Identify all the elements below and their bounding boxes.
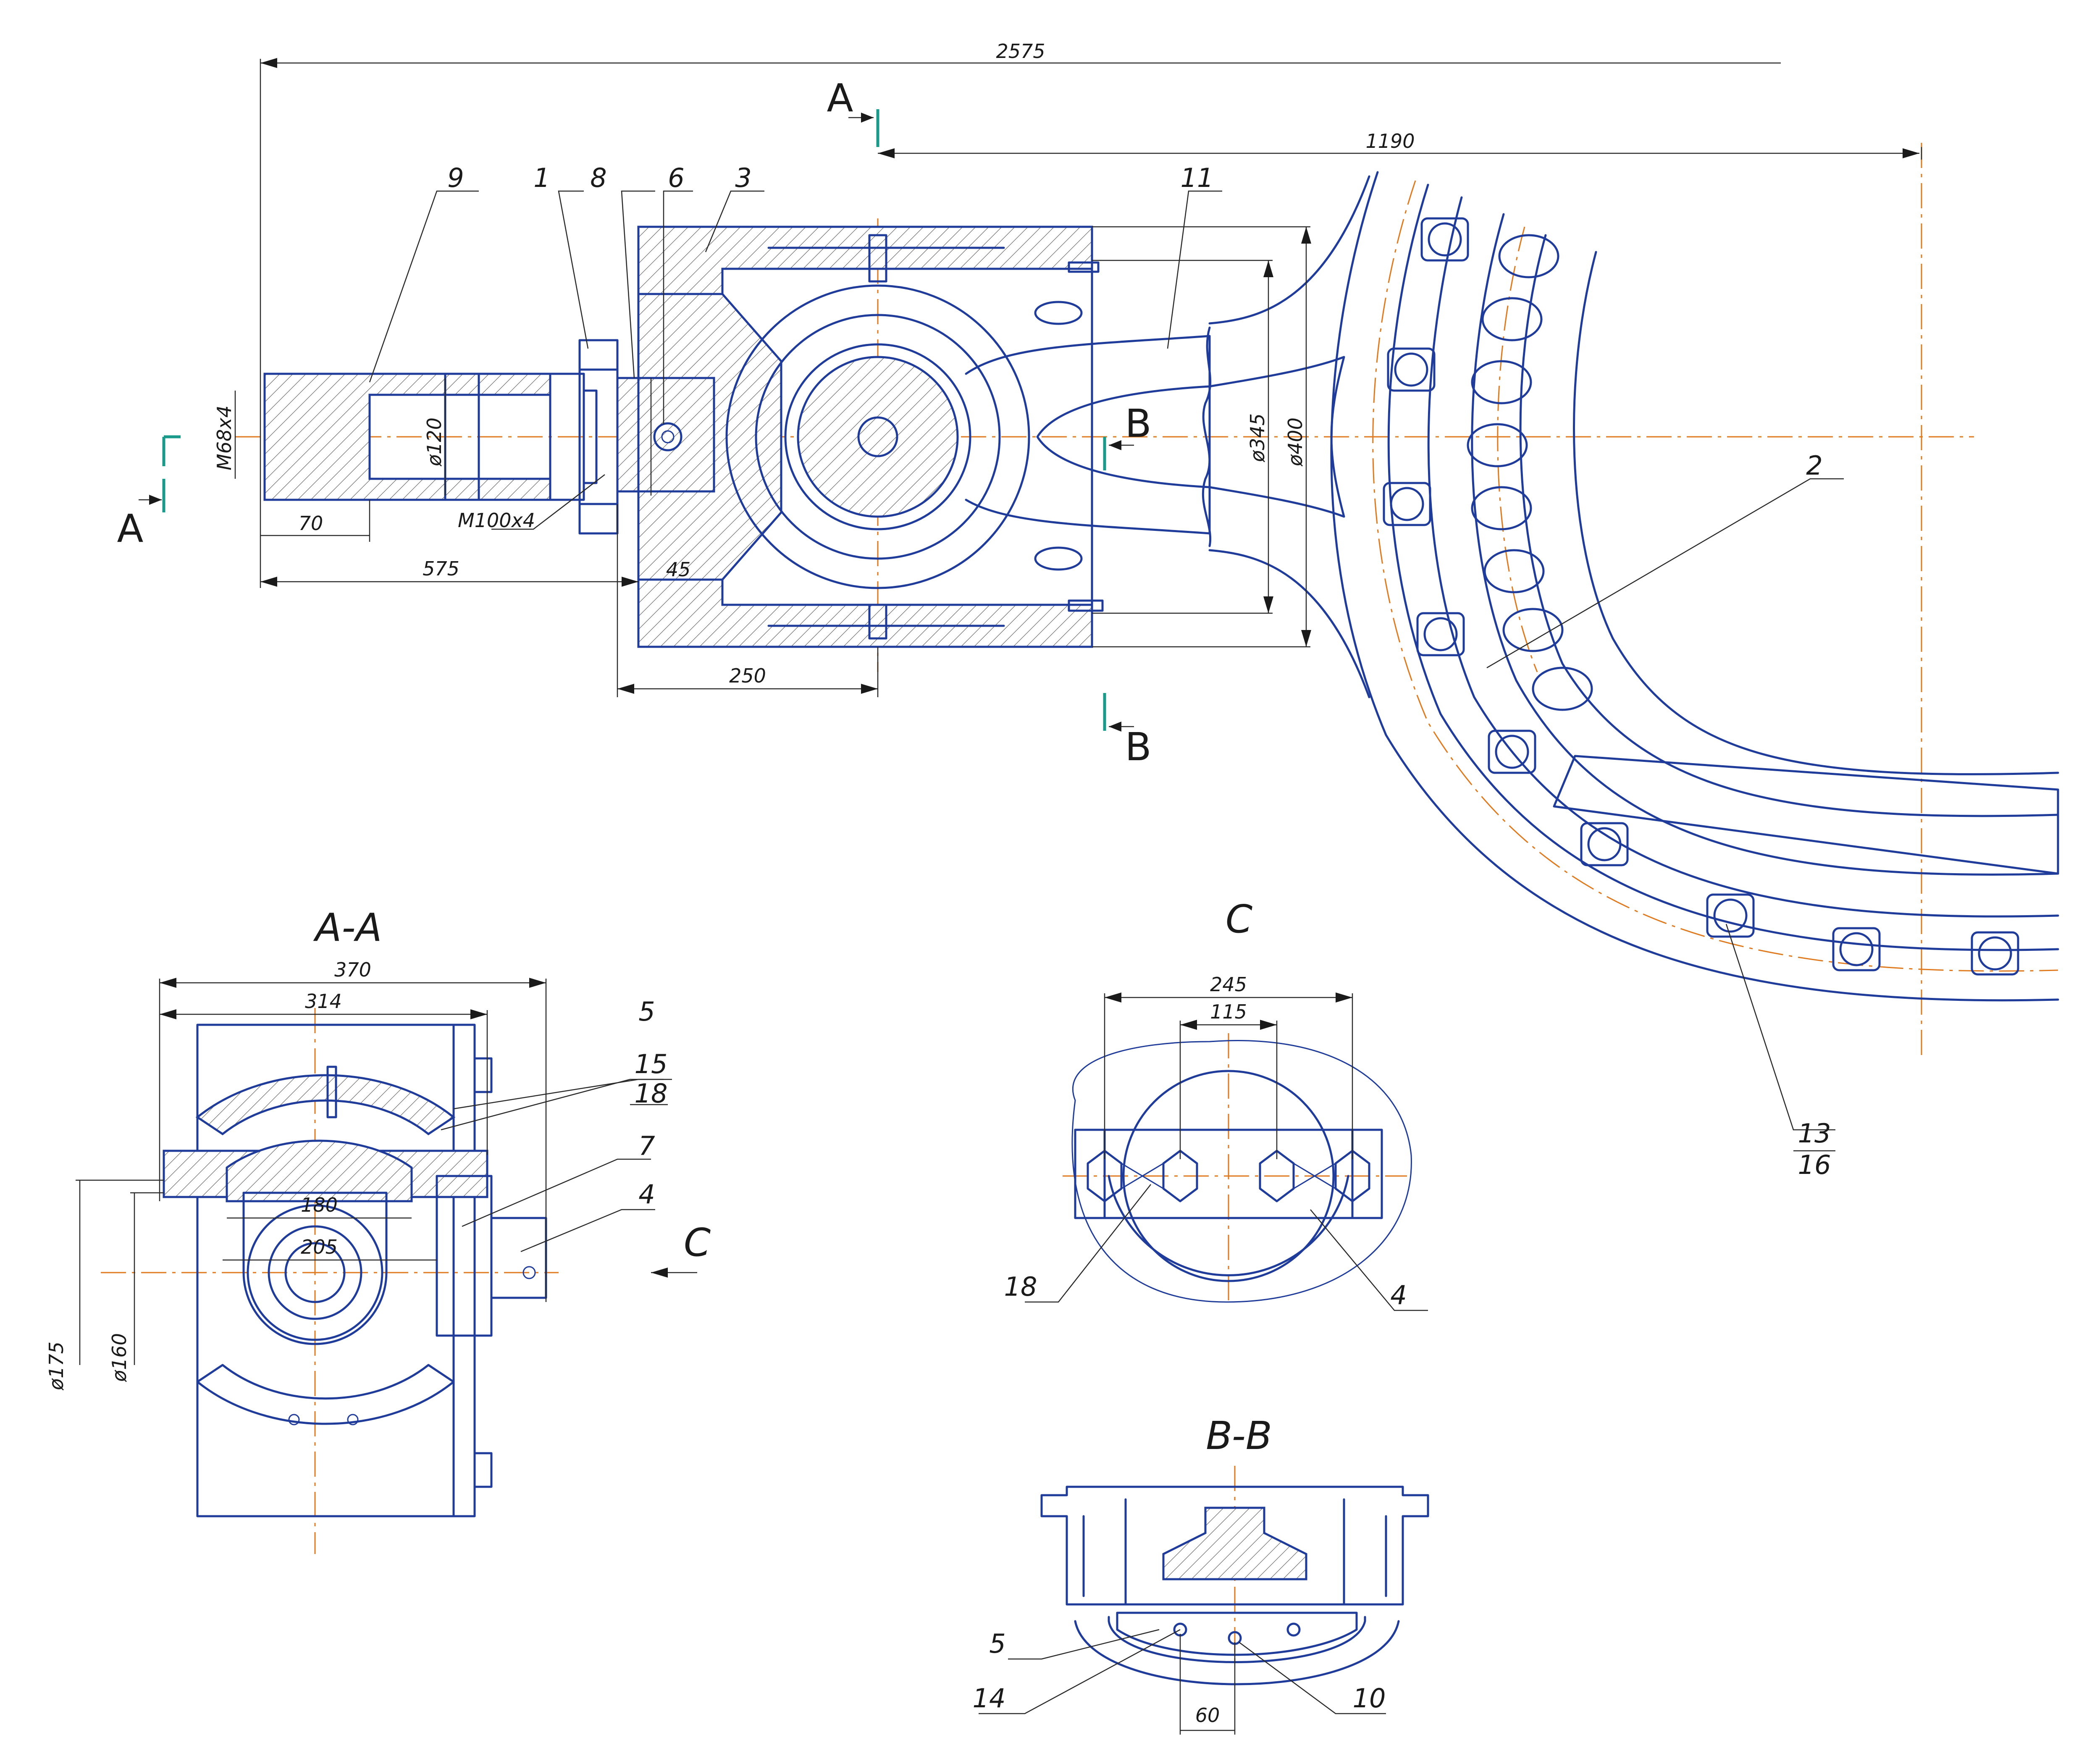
threaded-shaft-part-9 [263, 373, 598, 501]
section-letter-b-bottom: B [1125, 724, 1151, 769]
arm-part-11 [965, 335, 1211, 535]
housing-screw [1068, 599, 1104, 612]
pin-part-6-inner [661, 430, 675, 444]
aa-part-label-15: 15 [635, 1049, 668, 1079]
view-title-bb: B-B [1206, 1413, 1272, 1458]
part-label-8: 8 [590, 163, 606, 193]
shaft-section [797, 356, 959, 518]
aa-dim-dia-175: ø175 [45, 1341, 68, 1391]
ring-lower-arm [1553, 755, 2059, 875]
dim-dia-120: ø120 [423, 417, 446, 467]
main-view [139, 58, 2059, 1152]
part-label-2: 2 [1806, 450, 1822, 481]
housing-screw [1068, 261, 1100, 273]
part-label-13: 13 [1798, 1118, 1831, 1149]
section-letter-a-top: A [827, 76, 853, 121]
aa-part-label-7: 7 [638, 1131, 655, 1161]
bearing-outer-ring [725, 284, 1030, 589]
aa-part-label-18: 18 [635, 1078, 668, 1109]
c-part-label-4: 4 [1390, 1280, 1407, 1310]
aa-part-label-5: 5 [638, 996, 655, 1027]
bushing-part-8 [616, 377, 715, 493]
bearing-middle-ring [755, 314, 1001, 560]
spider-arm-upper [1208, 175, 1370, 325]
section-aa-shoe-part-5 [195, 1074, 456, 1136]
arm-part-11-inner [1036, 385, 1211, 488]
dim-len-575: 575 [423, 557, 459, 580]
part-label-9: 9 [447, 163, 464, 193]
main-leader-lines [369, 190, 1844, 1152]
section-bb-shoe-part-5 [1116, 1612, 1358, 1656]
section-aa-part-7 [436, 1175, 493, 1337]
bearing-inner-ring [784, 343, 971, 530]
view-title-c: C [1226, 897, 1252, 942]
c-dim-245: 245 [1210, 973, 1247, 996]
dim-dia-345: ø345 [1246, 413, 1269, 462]
housing-bolt-hole [1034, 546, 1083, 571]
bb-part-label-14: 14 [973, 1683, 1006, 1714]
part-label-11: 11 [1181, 163, 1214, 193]
dim-right-span: 1190 [1365, 130, 1415, 152]
spider-arm-lower [1208, 549, 1370, 698]
aa-dim-370: 370 [334, 958, 371, 981]
main-dimension-lines [234, 58, 1922, 697]
aa-dim-180: 180 [301, 1194, 338, 1216]
section-letter-b-top: B [1125, 401, 1151, 446]
section-bb-hatched-block [1162, 1507, 1307, 1580]
shaft-bore [857, 416, 898, 457]
dim-len-70: 70 [299, 512, 323, 535]
aa-dim-314: 314 [305, 990, 342, 1013]
bb-part-label-5: 5 [989, 1628, 1005, 1659]
view-c-arrow-letter: C [684, 1220, 711, 1265]
text-labels: 2575 1190 M68x4 M100x4 ø120 ø345 ø400 70… [45, 40, 1831, 1727]
section-aa [76, 978, 697, 1554]
c-part-label-18: 18 [1004, 1271, 1037, 1302]
dim-thread-small: M68x4 [213, 405, 236, 470]
break-line [1202, 326, 1212, 547]
ring-bolts-part-13 [1383, 217, 2019, 976]
section-aa-part-4 [490, 1217, 547, 1299]
part-label-3: 3 [735, 163, 751, 193]
dim-thread-large: M100x4 [458, 509, 535, 532]
view-title-aa: A-A [313, 905, 382, 950]
housing-bolt-hole [1034, 301, 1083, 325]
aa-dim-dia-160: ø160 [108, 1333, 131, 1382]
bb-part-label-10: 10 [1353, 1683, 1386, 1714]
part-label-16: 16 [1798, 1150, 1831, 1180]
part-label-6: 6 [668, 163, 684, 193]
dim-overall: 2575 [996, 40, 1045, 63]
ring-rollers [1467, 234, 1593, 711]
dim-len-250: 250 [729, 664, 766, 687]
section-bb [979, 1466, 1429, 1735]
dim-len-45: 45 [666, 558, 691, 581]
section-a-left-marker [162, 435, 181, 512]
part-label-1: 1 [533, 163, 550, 193]
pin-part-6 [653, 422, 682, 452]
view-c [1025, 992, 1428, 1311]
aa-dim-205: 205 [301, 1236, 338, 1258]
aa-part-label-4: 4 [638, 1179, 655, 1210]
section-letter-a-left: A [117, 506, 144, 551]
c-dim-115: 115 [1210, 1000, 1247, 1023]
bb-dim-60: 60 [1195, 1704, 1220, 1727]
view-c-clamp-part-4 [1074, 1129, 1383, 1219]
dim-dia-400: ø400 [1284, 417, 1307, 467]
ring-part-2 [1330, 171, 2059, 1002]
view-c-safety-wire-part-18 [1121, 1163, 1336, 1189]
